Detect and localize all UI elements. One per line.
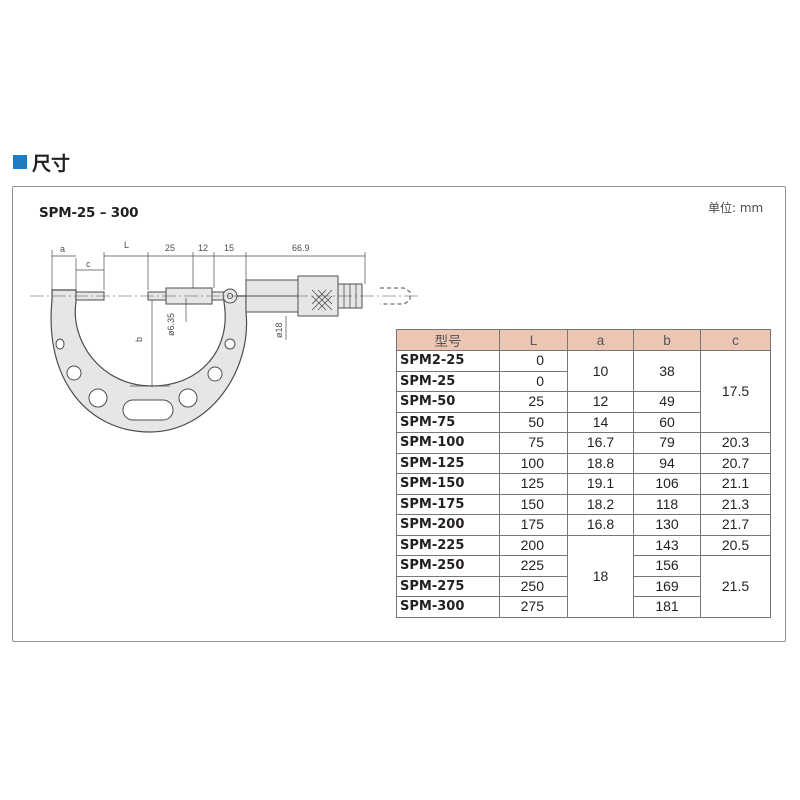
cell-model: SPM-125 [396,452,500,474]
frame-hole-5 [224,338,236,350]
cell-c: 20.5 [700,534,771,556]
table-row: SPM-25 0 [396,370,771,392]
dim-25-label: 25 [165,243,175,253]
table-row: SPM-150 125 19.1 106 21.1 [396,473,771,495]
cell-model: SPM-300 [396,596,500,618]
frame-hole-4 [207,366,223,382]
header-b: b [633,329,701,351]
cell-a: 10 [567,350,634,392]
cell-model: SPM-75 [396,411,500,433]
dim-669-label: 66.9 [292,243,310,253]
cell-L: 275 [499,596,568,618]
cell-b: 169 [633,575,701,597]
cell-a: 14 [567,411,634,433]
table-row: SPM-75 50 14 60 [396,411,771,433]
dim-a-label: a [60,244,65,254]
cell-a: 18 [567,534,634,618]
table-row: SPM-100 75 16.7 79 20.3 [396,432,771,454]
header-model: 型号 [396,329,500,351]
cell-b: 79 [633,432,701,454]
cell-L: 250 [499,575,568,597]
blue-square-icon [13,155,27,169]
cell-b: 181 [633,596,701,618]
cell-c: 21.5 [700,555,771,618]
cell-L: 175 [499,514,568,536]
cell-c: 20.3 [700,432,771,454]
unit-label: 单位: mm [708,201,764,215]
cell-model: SPM-225 [396,534,500,556]
knurl-pattern [311,289,333,311]
cell-b: 49 [633,391,701,413]
cell-b: 38 [633,350,701,392]
frame-slot [122,399,174,421]
table-row: SPM-275 250 169 [396,575,771,597]
cell-L: 0 [499,370,568,392]
cell-c: 21.1 [700,473,771,495]
cell-model: SPM-175 [396,493,500,515]
header-c: c [700,329,771,351]
section-heading: 尺寸 [13,148,70,176]
table-row: SPM2-25 0 10 38 17.5 [396,350,771,433]
header-a: a [567,329,634,351]
cell-L: 150 [499,493,568,515]
cell-b: 118 [633,493,701,515]
cell-L: 125 [499,473,568,495]
table-row: SPM-125 100 18.8 94 20.7 [396,452,771,474]
cell-model: SPM-150 [396,473,500,495]
cell-model: SPM2-25 [396,350,500,372]
dimension-panel [12,186,786,642]
cell-c: 20.7 [700,452,771,474]
cell-a: 18.2 [567,493,634,515]
cell-a: 18.8 [567,452,634,474]
cell-L: 0 [499,350,568,372]
cell-a: 19.1 [567,473,634,495]
cell-a: 12 [567,391,634,413]
cell-model: SPM-50 [396,391,500,413]
cell-model: SPM-100 [396,432,500,454]
cell-L: 100 [499,452,568,474]
cell-b: 60 [633,411,701,433]
header-L: L [499,329,568,351]
cell-L: 50 [499,411,568,433]
spec-table: 型号 L a b c SPM2-25 0 10 38 17.5 SPM-25 0… [396,329,771,618]
cell-L: 25 [499,391,568,413]
cell-c: 17.5 [700,350,771,433]
cell-L: 200 [499,534,568,556]
frame-hole-1 [66,365,82,381]
table-row: SPM-200 175 16.8 130 21.7 [396,514,771,536]
cell-L: 75 [499,432,568,454]
table-row: SPM-300 275 181 [396,596,771,618]
cell-model: SPM-200 [396,514,500,536]
dim-phi635-label: ø6.35 [166,313,176,336]
dim-L-label: L [124,240,129,250]
cell-a: 16.8 [567,514,634,536]
cell-b: 156 [633,555,701,577]
cell-model: SPM-25 [396,370,500,392]
dim-15-label: 15 [224,243,234,253]
cell-b: 94 [633,452,701,474]
cell-b: 130 [633,514,701,536]
frame-hole-2 [88,388,108,408]
dim-b-label: b [134,337,144,342]
cell-c: 21.7 [700,514,771,536]
model-range-title: SPM-25 – 300 [39,205,139,221]
cell-model: SPM-275 [396,575,500,597]
frame-hole-3 [178,388,198,408]
dim-phi18-label: ø18 [274,322,284,338]
cell-L: 225 [499,555,568,577]
section-title: 尺寸 [32,152,71,175]
table-row: SPM-175 150 18.2 118 21.3 [396,493,771,515]
cell-model: SPM-250 [396,555,500,577]
cell-a: 16.7 [567,432,634,454]
dim-12-label: 12 [198,243,208,253]
table-row: SPM-250 225 156 21.5 [396,555,771,618]
cell-b: 143 [633,534,701,556]
cell-b: 106 [633,473,701,495]
dim-c-label: c [86,259,91,269]
cell-c: 21.3 [700,493,771,515]
frame-hole-6 [55,338,65,350]
table-row: SPM-225 200 18 143 20.5 [396,534,771,618]
